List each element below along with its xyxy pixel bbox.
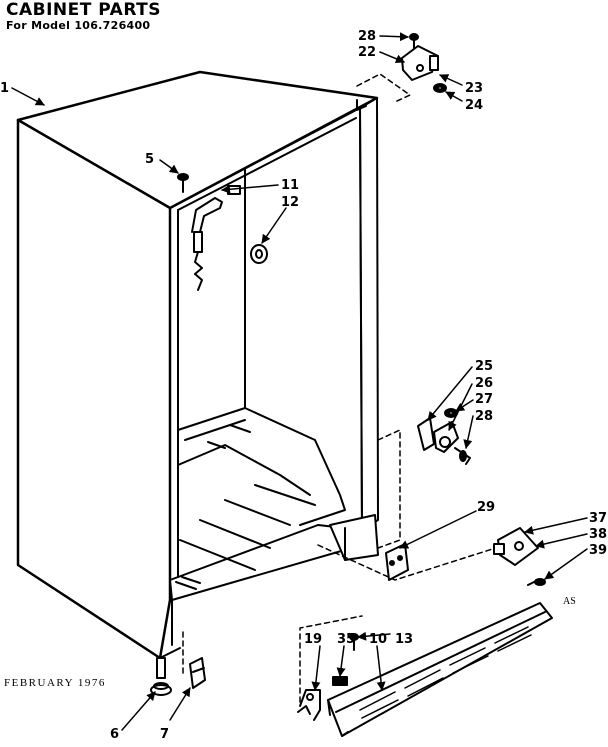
plate-29	[385, 543, 409, 581]
callout-1: 1	[0, 81, 9, 96]
callout-7: 7	[160, 727, 169, 742]
bracket-assembly-37-39	[493, 527, 546, 586]
leg-bracket-7	[189, 657, 206, 689]
callout-26: 26	[475, 376, 493, 391]
model-number: For Model 106.726400	[6, 19, 151, 32]
date-stamp: FEBRUARY 1976	[4, 677, 106, 689]
callout-5: 5	[145, 152, 154, 167]
diagram-title: CABINET PARTS	[6, 0, 161, 20]
callout-12: 12	[281, 195, 299, 210]
bracket-19	[297, 689, 321, 721]
callout-29: 29	[477, 500, 495, 515]
cord-clip-11	[191, 185, 241, 291]
top-hinge-assembly	[356, 33, 447, 103]
cabinet-body	[16, 70, 379, 660]
callout-23: 23	[465, 81, 483, 96]
callout-39: 39	[589, 543, 607, 558]
callout-38: 38	[589, 527, 607, 542]
screw-5	[177, 173, 189, 193]
leader-lines	[11, 32, 588, 731]
leveling-leg-6	[150, 657, 172, 696]
center-hinge-assembly	[377, 408, 471, 549]
callout-28-top: 28	[358, 29, 376, 44]
drawing-code: AS	[563, 596, 576, 607]
callout-19: 19	[304, 632, 322, 647]
callout-numbers: 1 5 11 12 28 22 23 24 25 26 27 28 29 37 …	[0, 29, 607, 742]
callout-22: 22	[358, 45, 376, 60]
callout-24: 24	[465, 98, 483, 113]
clip-35	[332, 676, 348, 686]
callout-27: 27	[475, 392, 493, 407]
callout-35: 35	[337, 632, 355, 647]
callout-10: 10	[369, 632, 387, 647]
callout-28-middle: 28	[475, 409, 493, 424]
callout-37: 37	[589, 511, 607, 526]
callout-25: 25	[475, 359, 493, 374]
callout-6: 6	[110, 727, 119, 742]
toe-grille-10	[327, 602, 553, 737]
grommet-12	[250, 244, 268, 264]
callout-11: 11	[281, 178, 299, 193]
callout-13: 13	[395, 632, 413, 647]
